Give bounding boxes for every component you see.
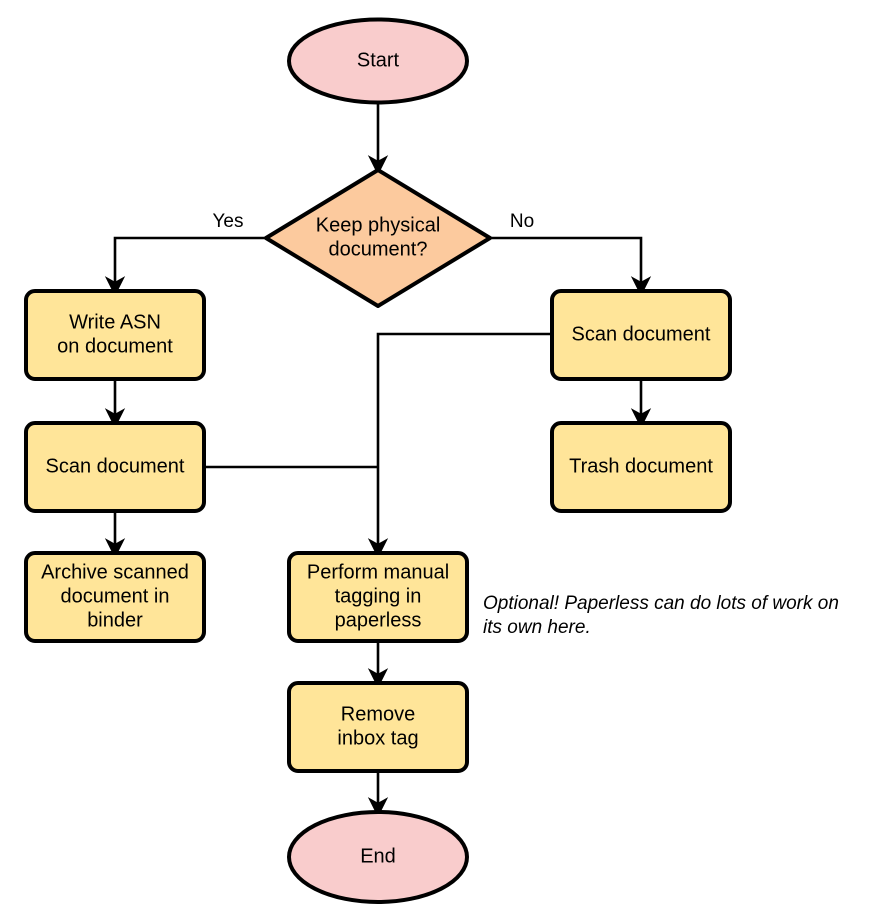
node-label-line: Perform manual — [307, 561, 449, 583]
annotation-optional-note: Optional! Paperless can do lots of work … — [483, 593, 839, 638]
process-shape[interactable] — [24, 421, 206, 513]
node-end[interactable]: End — [287, 810, 469, 904]
terminator-shape[interactable] — [287, 17, 469, 105]
connector-scan-right-to-manual-tagging — [367, 332, 552, 559]
node-label-line: Remove — [341, 703, 415, 725]
node-label-line: Start — [357, 49, 400, 71]
node-label-line: Write ASN — [69, 311, 161, 333]
node-label-line: End — [360, 845, 396, 867]
node-scan-document-left[interactable]: Scan document — [24, 421, 206, 513]
node-label-line: Trash document — [569, 455, 713, 477]
connector-decision-no-to-scan-right: No — [490, 211, 652, 297]
node-label-line: Archive scanned — [41, 561, 189, 583]
process-shape[interactable] — [24, 551, 206, 643]
connector-line — [490, 236, 652, 297]
process-shape[interactable] — [550, 421, 732, 513]
connector-line — [367, 332, 552, 559]
edge-label-decision-yes-to-write-asn: Yes — [213, 211, 244, 232]
connector-line — [104, 236, 266, 297]
node-label-line: tagging in — [335, 585, 422, 607]
process-shape[interactable] — [287, 551, 469, 643]
process-shape[interactable] — [550, 289, 732, 381]
node-label-line: Keep physical — [316, 214, 441, 236]
process-shape[interactable] — [24, 289, 206, 381]
node-label-line: Scan document — [572, 323, 711, 345]
node-start[interactable]: Start — [287, 17, 469, 105]
node-scan-document-right[interactable]: Scan document — [550, 289, 732, 381]
node-trash-document[interactable]: Trash document — [550, 421, 732, 513]
node-label-line: paperless — [335, 609, 422, 631]
annotation-line: Optional! Paperless can do lots of work … — [483, 593, 839, 614]
process-shape[interactable] — [287, 681, 469, 773]
edge-layer: Yes No — [104, 103, 652, 818]
annotation-layer: Optional! Paperless can do lots of work … — [483, 593, 839, 638]
node-label-line: on document — [57, 335, 173, 357]
decision-shape[interactable] — [264, 168, 492, 308]
node-label-line: binder — [87, 609, 143, 631]
node-label-line: document in — [61, 585, 170, 607]
node-label-line: inbox tag — [337, 727, 418, 749]
annotation-line: its own here. — [483, 617, 591, 638]
terminator-shape[interactable] — [287, 810, 469, 904]
node-label-line: Scan document — [46, 455, 185, 477]
connector-decision-yes-to-write-asn: Yes — [104, 211, 266, 297]
node-label-line: document? — [329, 238, 428, 260]
edge-label-decision-no-to-scan-right: No — [510, 211, 534, 232]
